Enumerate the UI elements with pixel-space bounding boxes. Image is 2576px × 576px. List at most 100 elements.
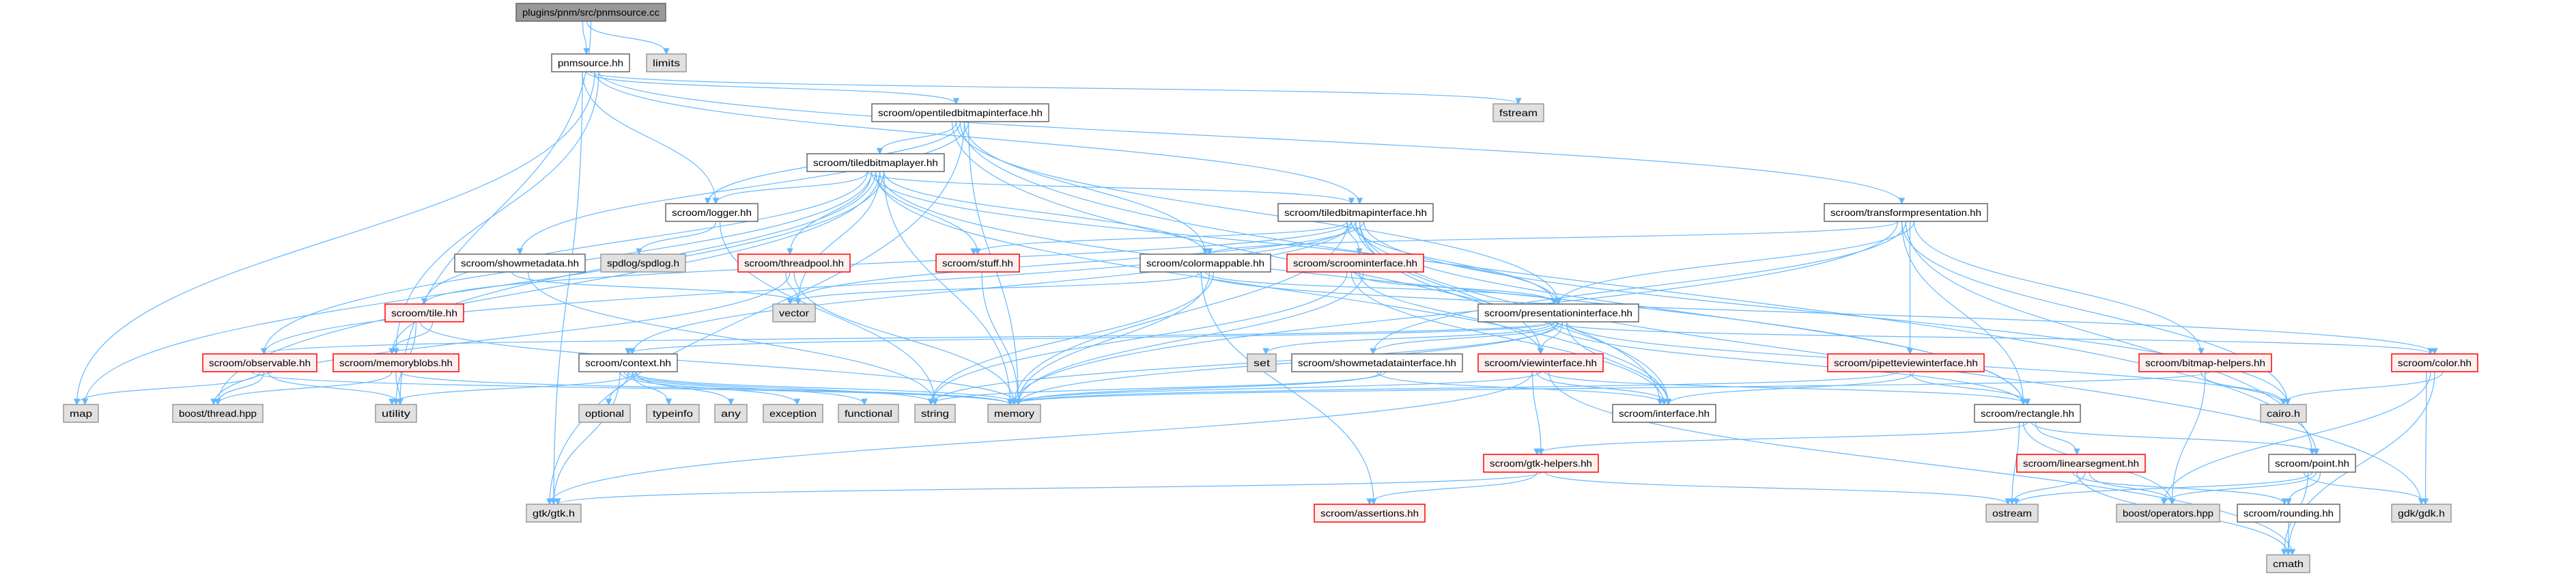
edge-gtkhelpers-to-assertions	[1366, 471, 1538, 505]
node-showmeta[interactable]: scroom/showmetadata.hh	[454, 253, 586, 273]
node-tile[interactable]: scroom/tile.hh	[384, 303, 464, 323]
node-point[interactable]: scroom/point.hh	[2268, 454, 2356, 473]
edge-bitmaphelpers-to-cairo	[2200, 371, 2287, 405]
edge-viewint-to-memory	[1006, 371, 1542, 405]
node-gtkhelpers[interactable]: scroom/gtk-helpers.hh	[1483, 454, 1599, 473]
node-optional[interactable]: optional	[578, 404, 631, 423]
edge-pipette-to-interface	[1665, 371, 1915, 405]
node-cmath[interactable]: cmath	[2266, 554, 2310, 573]
edge-tbl-to-threadpool	[787, 171, 873, 255]
node-label: scroom/rectangle.hh	[1981, 408, 2074, 419]
node-color[interactable]: scroom/color.hh	[2391, 353, 2478, 372]
edge-hh-to-tbi	[594, 71, 1363, 204]
node-memoryblobs[interactable]: scroom/memoryblobs.hh	[332, 353, 459, 372]
node-observable[interactable]: scroom/observable.hh	[202, 353, 317, 372]
node-label: scroom/observable.hh	[209, 357, 311, 368]
node-functional[interactable]: functional	[838, 404, 899, 423]
node-any[interactable]: any	[714, 404, 748, 423]
edge-tbi-to-vector	[787, 221, 1365, 305]
node-bitmaphelpers[interactable]: scroom/bitmap-helpers.hh	[2138, 353, 2272, 372]
node-box	[172, 404, 264, 423]
node-label: scroom/showmetadatainterface.hh	[1298, 357, 1456, 368]
node-context[interactable]: scroom/context.hh	[578, 353, 678, 372]
edge-cc-to-utility	[397, 20, 592, 405]
node-tbl[interactable]: scroom/tiledbitmaplayer.hh	[806, 153, 945, 172]
node-label: vector	[779, 307, 809, 318]
node-memory[interactable]: memory	[987, 404, 1041, 423]
node-box	[2138, 353, 2272, 372]
node-stuff[interactable]: scroom/stuff.hh	[935, 253, 1020, 273]
node-label: scroom/memoryblobs.hh	[339, 357, 453, 368]
edge-rectangle-to-gtkhelpers	[1533, 422, 2028, 455]
node-cc[interactable]: plugins/pnm/src/pnmsource.cc	[515, 3, 666, 22]
node-label: gtk/gtk.h	[533, 508, 575, 519]
node-label: ostream	[1992, 508, 2032, 519]
edge-hh-to-gtk	[550, 71, 583, 505]
node-linearsegment[interactable]: scroom/linearsegment.hh	[2016, 454, 2146, 473]
node-pipette[interactable]: scroom/pipetteviewinterface.hh	[1827, 353, 1985, 372]
node-typeinfo[interactable]: typeinfo	[646, 404, 700, 423]
node-colormappable[interactable]: scroom/colormappable.hh	[1140, 253, 1271, 273]
node-assertions[interactable]: scroom/assertions.hh	[1314, 504, 1426, 523]
edge-rectangle-to-ostream	[2009, 422, 2020, 505]
node-cairo[interactable]: cairo.h	[2260, 404, 2307, 423]
edge-linearsegment-to-rounding	[2072, 471, 2288, 505]
node-label: scroom/opentiledbitmapinterface.hh	[878, 107, 1043, 118]
node-string[interactable]: string	[914, 404, 956, 423]
node-otbi[interactable]: scroom/opentiledbitmapinterface.hh	[871, 103, 1049, 122]
edge-context-to-functional	[623, 371, 868, 405]
node-interface[interactable]: scroom/interface.hh	[1612, 404, 1716, 423]
node-rounding[interactable]: scroom/rounding.hh	[2237, 504, 2340, 523]
node-exception[interactable]: exception	[763, 404, 823, 423]
node-scroominterface[interactable]: scroom/scroominterface.hh	[1286, 253, 1424, 273]
node-vector[interactable]: vector	[772, 303, 816, 323]
node-boostops[interactable]: boost/operators.hpp	[2116, 504, 2220, 523]
node-box	[772, 303, 816, 323]
node-fstream[interactable]: fstream	[1492, 103, 1544, 122]
node-map[interactable]: map	[63, 404, 99, 423]
node-threadpool[interactable]: scroom/threadpool.hh	[737, 253, 851, 273]
node-box	[1291, 353, 1463, 372]
edge-tbi-to-observable	[260, 221, 1357, 355]
edge-tile-to-memory	[419, 321, 1022, 405]
node-box	[871, 103, 1049, 122]
edge-color-to-cairo	[2280, 371, 2444, 405]
node-gtk[interactable]: gtk/gtk.h	[526, 504, 582, 523]
node-box	[1314, 504, 1426, 523]
node-presint[interactable]: scroom/presentationinterface.hh	[1477, 303, 1639, 323]
node-box	[1477, 353, 1604, 372]
node-boostthread[interactable]: boost/thread.hpp	[172, 404, 264, 423]
node-hh[interactable]: pnmsource.hh	[551, 53, 630, 72]
node-box	[375, 404, 417, 423]
node-spdlog[interactable]: spdlog/spdlog.h	[600, 253, 686, 273]
node-set[interactable]: set	[1247, 353, 1277, 372]
node-logger[interactable]: scroom/logger.hh	[665, 203, 759, 222]
edge-presint-to-viewint	[1537, 321, 1563, 355]
node-box	[1827, 353, 1985, 372]
node-ostream[interactable]: ostream	[1985, 504, 2039, 523]
edge-tp-to-smdi	[1370, 221, 1907, 355]
edge-presint-to-observable	[261, 321, 1551, 355]
node-box	[551, 53, 630, 72]
node-limits[interactable]: limits	[646, 53, 687, 72]
node-label: plugins/pnm/src/pnmsource.cc	[522, 7, 660, 18]
node-gdk[interactable]: gdk/gdk.h	[2391, 504, 2452, 523]
node-tbi[interactable]: scroom/tiledbitmapinterface.hh	[1277, 203, 1434, 222]
node-label: boost/thread.hpp	[179, 408, 257, 419]
edge-colormappable-to-vector	[787, 271, 1202, 305]
node-tp[interactable]: scroom/transformpresentation.hh	[1824, 203, 1988, 222]
edge-pipette-to-memory	[1007, 371, 1899, 405]
node-box	[2391, 353, 2478, 372]
node-viewint[interactable]: scroom/viewinterface.hh	[1477, 353, 1604, 372]
node-utility[interactable]: utility	[375, 404, 417, 423]
edge-tbi-to-tile	[421, 221, 1353, 305]
node-rectangle[interactable]: scroom/rectangle.hh	[1974, 404, 2081, 423]
edge-memoryblobs-to-utility	[395, 371, 404, 405]
node-box	[1286, 253, 1424, 273]
edge-hh-to-memoryblobs	[393, 71, 599, 355]
node-label: scroom/tiledbitmapinterface.hh	[1284, 207, 1427, 218]
edge-context-to-utility	[388, 371, 637, 405]
node-smdi[interactable]: scroom/showmetadatainterface.hh	[1291, 353, 1463, 372]
edge-context-to-gtk	[550, 371, 621, 505]
node-box	[2016, 454, 2146, 473]
